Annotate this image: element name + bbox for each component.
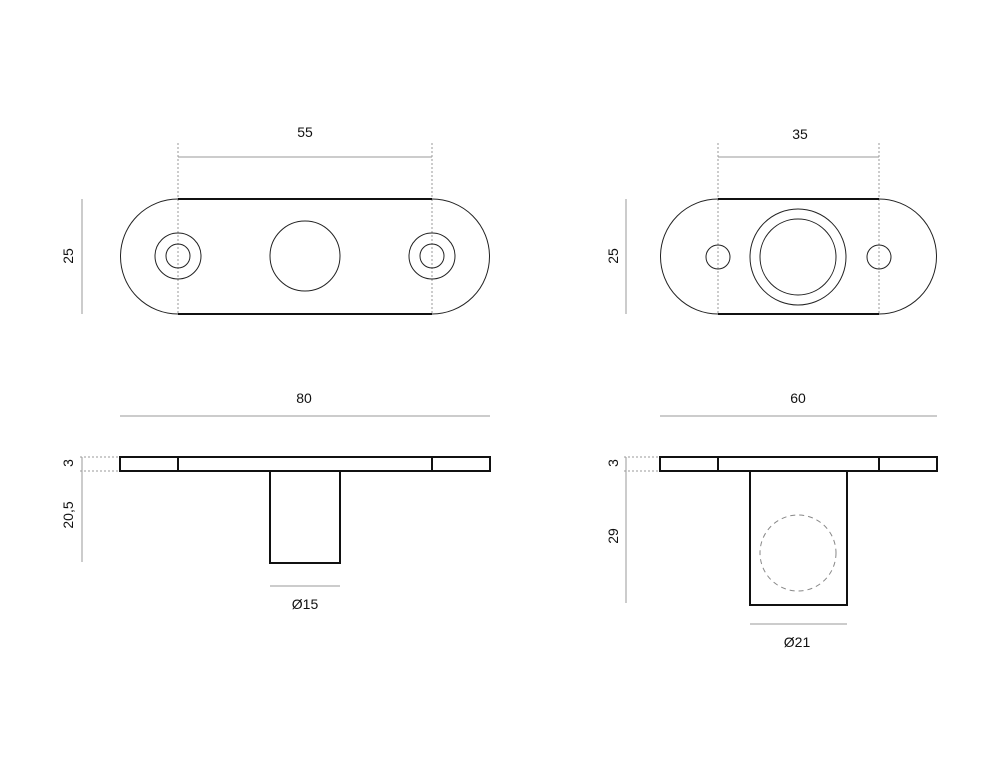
mounting-hole <box>866 244 892 270</box>
plate-side <box>659 456 938 472</box>
plate-thickness-label: 3 <box>605 459 621 467</box>
left-top-view: 55 25 <box>60 124 490 315</box>
plate-outline <box>120 198 490 315</box>
countersink-hole <box>154 232 202 280</box>
plate-side <box>119 456 491 472</box>
stem-diameter-label: Ø15 <box>292 596 319 612</box>
mounting-hole <box>705 244 731 270</box>
hole-spacing-label: 55 <box>297 124 313 140</box>
center-stem-circle <box>269 220 341 292</box>
stem-side <box>269 470 341 564</box>
length-label: 60 <box>790 390 806 406</box>
height-label: 25 <box>60 248 76 264</box>
plate-thickness-label: 3 <box>60 459 76 467</box>
hole-spacing-label: 35 <box>792 126 808 142</box>
stem-side <box>749 470 848 606</box>
countersink-hole <box>408 232 456 280</box>
length-label: 80 <box>296 390 312 406</box>
center-stem-circle <box>749 208 847 306</box>
stem-height-label: 20,5 <box>60 501 76 528</box>
hidden-bore-circle <box>759 514 837 592</box>
stem-height-label: 29 <box>605 528 621 544</box>
stem-diameter-label: Ø21 <box>784 634 811 650</box>
height-label: 25 <box>605 248 621 264</box>
right-top-view: 35 25 <box>605 126 937 315</box>
plate-outline <box>660 198 937 315</box>
right-side-view: 60 3 29 Ø21 <box>605 390 938 650</box>
left-side-view: 80 3 20,5 Ø15 <box>60 390 491 612</box>
